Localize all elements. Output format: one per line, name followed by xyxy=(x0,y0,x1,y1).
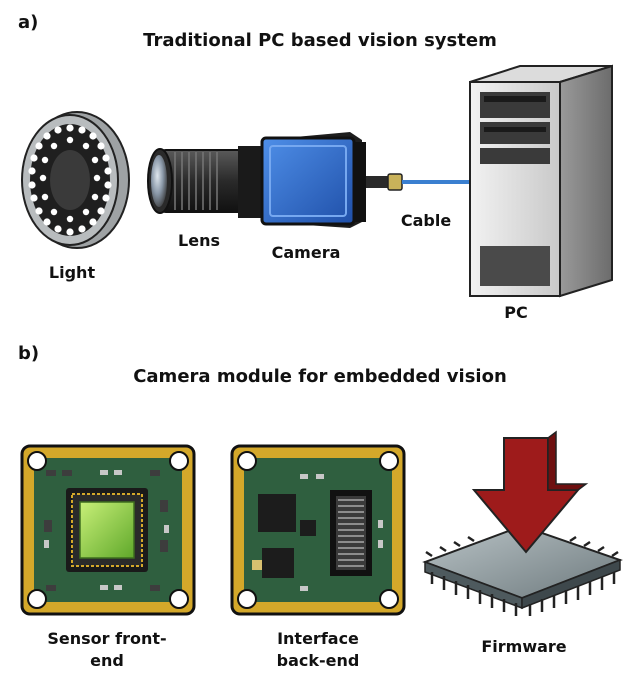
lens-icon xyxy=(147,148,246,214)
label-interface-back-end: Interface back-end xyxy=(276,629,360,670)
label-light: Light xyxy=(48,263,96,282)
panel-a-letter: a) xyxy=(18,12,39,33)
label-firmware: Firmware xyxy=(481,637,567,656)
panel-b-title: Camera module for embedded vision xyxy=(133,366,507,387)
panel-a-title: Traditional PC based vision system xyxy=(143,30,497,51)
pc-tower-icon xyxy=(469,64,613,298)
label-pc: PC xyxy=(504,303,528,322)
camera-icon xyxy=(238,132,403,228)
label-lens: Lens xyxy=(178,231,220,250)
panel-b-letter: b) xyxy=(18,343,40,364)
sensor-board-icon xyxy=(20,444,196,616)
firmware-icon xyxy=(422,430,623,616)
light-ring-icon xyxy=(21,111,130,249)
label-cable: Cable xyxy=(400,211,452,230)
interface-board-icon xyxy=(230,444,406,616)
label-sensor-front-end: Sensor front-end xyxy=(47,629,167,670)
label-camera: Camera xyxy=(271,243,341,262)
